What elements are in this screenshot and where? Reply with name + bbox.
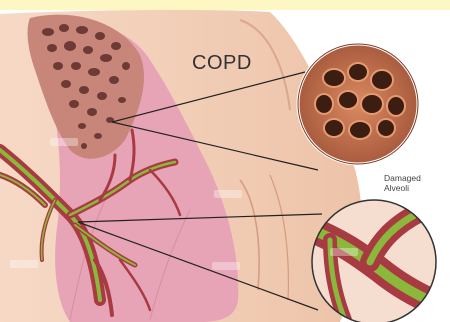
top-band bbox=[0, 0, 450, 10]
alveoli-label-line-2: Alveoli bbox=[384, 183, 421, 193]
alveoli-callout-label: Damaged Alveoli bbox=[384, 173, 421, 193]
magnified-alveoli-circle bbox=[298, 44, 418, 164]
alveoli-label-line-1: Damaged bbox=[384, 173, 421, 183]
diagram-title: COPD bbox=[192, 52, 252, 75]
